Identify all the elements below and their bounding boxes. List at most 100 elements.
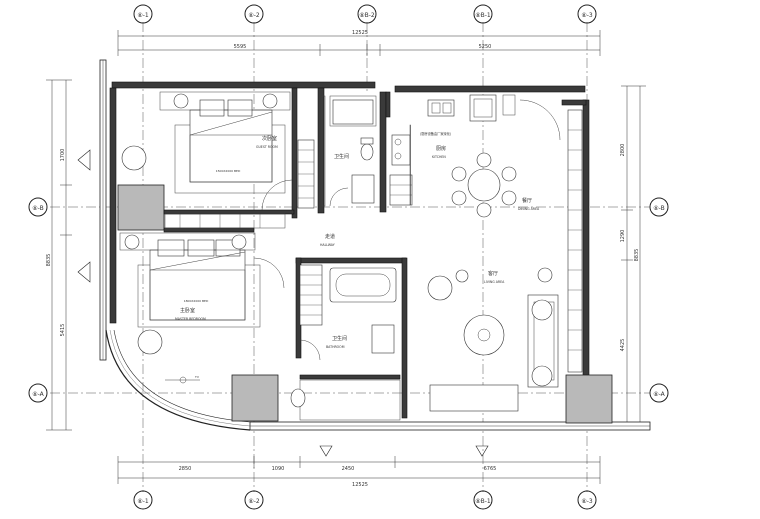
axis-label: ⑧-A	[32, 391, 44, 398]
axis-label: ⑧-3	[581, 498, 593, 505]
toilet	[290, 388, 306, 408]
room-label-en: BATHROOM	[326, 345, 345, 349]
nightstand-lamp	[262, 93, 278, 109]
bed-size: 1800X2000 BED	[184, 299, 209, 303]
room-label-cn: 次卧室	[262, 135, 277, 142]
dim-bottom-segment: 2450	[342, 466, 355, 472]
axis-label: ⑧-3	[581, 12, 593, 19]
elevation-marker	[319, 445, 333, 457]
kitchen-dining: (厨房设备由厂家深化) 厨房 KITCHEN 餐厅 DINING AREA	[391, 94, 561, 218]
dim-top-segment: 5250	[479, 44, 492, 50]
tv-cabinet	[429, 384, 519, 412]
room-label-en: MASTER BEDROOM	[175, 317, 206, 321]
armchair	[137, 329, 163, 355]
room-label-en: GUEST ROOM	[256, 145, 278, 149]
sink	[427, 99, 455, 117]
room-label-en: HALLWAY	[320, 243, 335, 247]
room-label-cn: 主卧室	[180, 307, 195, 314]
room-label-cn: 卫生间	[332, 335, 347, 342]
interior-walls	[163, 87, 408, 419]
axis-label: ⑧-2	[248, 12, 260, 19]
room-label-en: DINING AREA	[518, 207, 540, 211]
dining-chair	[451, 166, 467, 182]
dining-chair	[476, 152, 492, 168]
dim-bottom-segment: 1090	[272, 466, 285, 472]
cooktop	[391, 134, 411, 166]
nightstand-lamp	[173, 93, 189, 109]
room-label-cn: 餐厅	[522, 197, 532, 204]
kitchen-note: (厨房设备由厂家深化)	[420, 131, 451, 136]
dim-left-overall: 8835	[46, 254, 52, 267]
master-bedroom: 主卧室 MASTER BEDROOM 1800X2000 BED TV	[119, 232, 285, 384]
dim-right-overall: 8835	[634, 249, 640, 262]
floor-lamp	[537, 267, 553, 283]
dim-bottom-segment: 6765	[484, 466, 497, 472]
axis-label: ⑧-2	[248, 498, 260, 505]
dining-chair	[501, 166, 517, 182]
bed	[189, 109, 273, 183]
axis-bubbles-top: ⑧-1 ⑧-2 ⑧B-2 ⑧B-1 ⑧-3	[133, 4, 597, 24]
shower	[332, 99, 374, 125]
armchair	[531, 365, 553, 387]
dim-bottom-segment: 2850	[179, 466, 192, 472]
second-bedroom: 次卧室 GUEST ROOM 1500X2000 BED	[121, 91, 315, 229]
room-label-cn: 厨房	[436, 145, 446, 152]
elevation-marker	[475, 445, 489, 457]
dining-chair	[501, 190, 517, 206]
dim-top-overall: 12525	[352, 30, 368, 36]
tv-label: TV	[194, 375, 200, 379]
bathroom-upper: 卫生间	[321, 95, 413, 207]
pillow	[227, 99, 253, 117]
dim-right-segment: 1290	[620, 230, 626, 243]
axis-label: ⑧-1	[137, 498, 149, 505]
toilet	[360, 143, 374, 161]
shelf	[389, 174, 413, 206]
room-label-cn: 卫生间	[334, 153, 349, 160]
dining-table	[467, 168, 501, 202]
room-label-en: KITCHEN	[432, 155, 446, 159]
elevation-marker	[77, 149, 91, 171]
elevation-markers	[77, 149, 489, 457]
dim-top-segment: 5595	[234, 44, 247, 50]
living-room: 客厅 LIVING AREA	[427, 109, 583, 412]
column	[231, 374, 279, 422]
dim-left-segment: 1700	[60, 149, 66, 162]
axis-grid	[50, 22, 650, 492]
axis-bubbles-sides: ⑧-B ⑧-A ⑧-B ⑧-A	[28, 197, 669, 403]
corridor: 走道 HALLWAY	[320, 233, 335, 247]
axis-label: ⑧-B	[653, 205, 664, 212]
axis-label: ⑧-B	[32, 205, 43, 212]
dim-right-segment: 4425	[620, 339, 626, 352]
bed-size: 1500X2000 BED	[216, 169, 241, 173]
coffee-table	[463, 314, 505, 356]
room-label-cn: 走道	[325, 233, 335, 240]
column	[117, 184, 165, 231]
bathtub	[329, 267, 397, 303]
nightstand-lamp	[231, 234, 247, 250]
axis-label: ⑧B-2	[359, 12, 375, 19]
pillow	[187, 239, 215, 257]
room-label-en: LIVING AREA	[484, 280, 505, 284]
dimension-lines: 12525 5595 5250 2850 1090 2450 6765 1252…	[46, 30, 646, 488]
pillow	[199, 99, 225, 117]
axis-bubbles-bottom: ⑧-1 ⑧-2 ⑧B-1 ⑧-3	[133, 490, 597, 510]
elevation-marker	[77, 261, 91, 283]
axis-label: ⑧-A	[653, 391, 665, 398]
bathroom-lower: 卫生间 BATHROOM	[290, 264, 401, 421]
armchair	[121, 145, 147, 171]
fridge	[469, 94, 497, 122]
nightstand-lamp	[124, 234, 140, 250]
dining-chair	[451, 190, 467, 206]
axis-label: ⑧-1	[137, 12, 149, 19]
structural-columns	[117, 184, 613, 424]
storage-wall	[567, 109, 583, 373]
armchair	[427, 275, 453, 301]
side-table	[455, 269, 469, 283]
dining-chair	[476, 202, 492, 218]
axis-label: ⑧B-1	[475, 12, 491, 19]
vanity	[371, 324, 395, 354]
pillow	[157, 239, 185, 257]
dim-bottom-overall: 12525	[352, 482, 368, 488]
room-label-cn: 客厅	[488, 270, 498, 277]
